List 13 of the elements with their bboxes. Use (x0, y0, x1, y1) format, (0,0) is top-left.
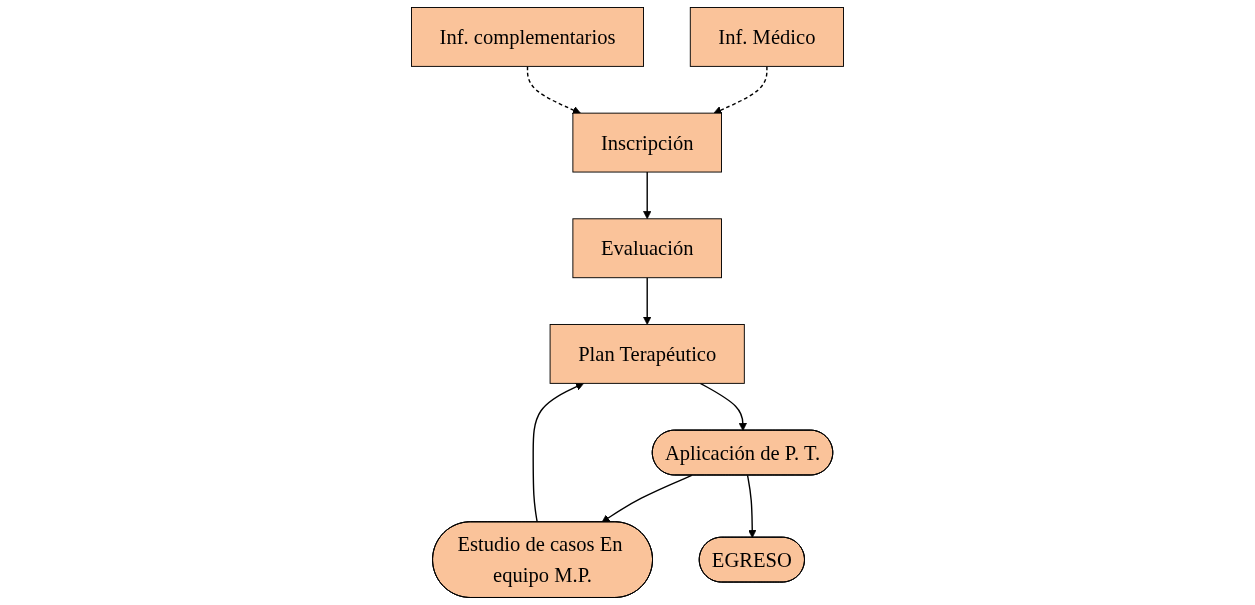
arrow (643, 277, 652, 325)
node-box: Evaluación (572, 218, 722, 279)
arrow (526, 65, 581, 114)
arrow (713, 65, 768, 114)
arrow (699, 382, 747, 431)
node-box: Inf. Médico (689, 7, 844, 67)
arrow (532, 382, 584, 523)
node-box: Plan Terapéutico (549, 324, 745, 384)
arrow (601, 474, 693, 523)
arrow (643, 171, 652, 220)
arrow (746, 474, 757, 539)
node-box: Inscripción (572, 112, 722, 173)
node-box: Inf. complementarios (411, 7, 644, 67)
